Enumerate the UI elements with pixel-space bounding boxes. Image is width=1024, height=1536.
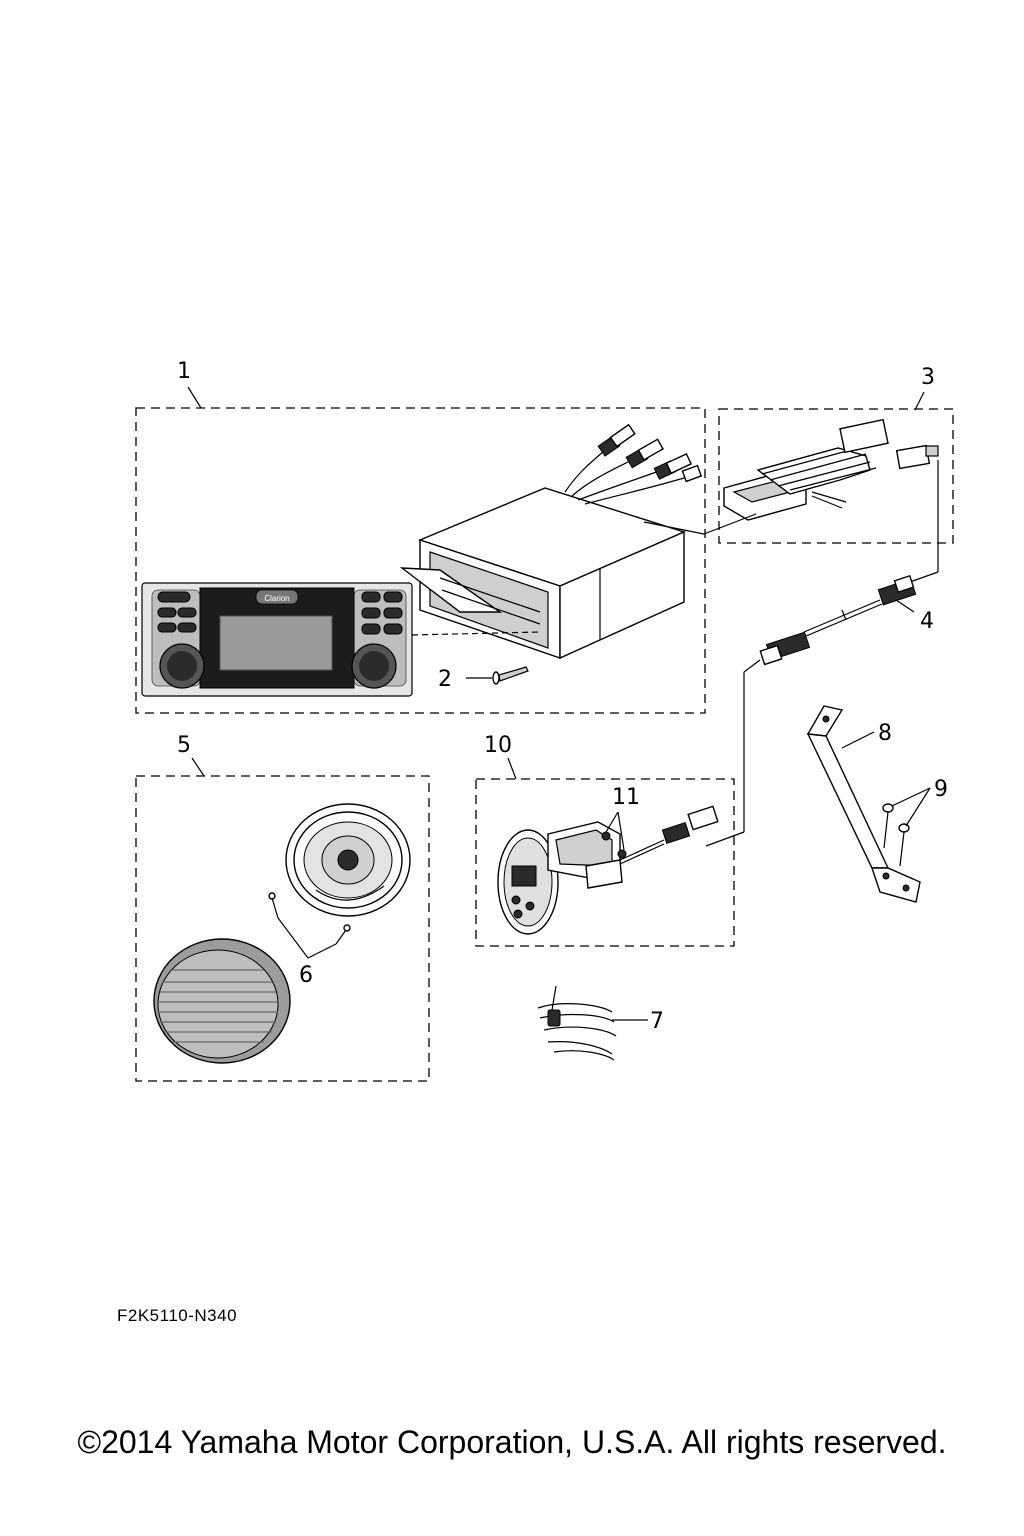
rca-cable-harness [564,423,703,505]
stereo-brand-label: Clarion [264,594,289,603]
stereo-faceplate: Clarion [141,582,413,697]
speaker-driver [285,803,411,917]
group-1-stereo: 1 [135,359,706,714]
diagram-code: F2K5110-N340 [117,1306,238,1325]
callout-1: 1 [177,359,191,384]
remote-control-unit [497,805,719,935]
stereo-chassis [399,487,686,660]
group-10-remote: 10 11 [475,733,735,947]
callout-6: 6 [299,963,313,988]
part-4-extension-cable: 4 [705,460,939,847]
part-7-cable-bundle: 7 [537,985,664,1061]
group-5-speaker: 5 [135,733,430,1082]
callout-8: 8 [878,721,892,746]
copyright-notice: ©2014 Yamaha Motor Corporation, U.S.A. A… [77,1424,947,1460]
group-3-harness: 3 [643,365,954,544]
group-5-border [135,775,430,1082]
callout-3: 3 [921,365,935,390]
group-10-border [475,778,735,947]
part-2-screw: 2 [438,666,529,692]
callout-5: 5 [177,733,191,758]
group-1-border [135,407,706,714]
callout-10: 10 [484,733,512,758]
part-11-nuts: 11 [601,785,640,859]
callout-9: 9 [934,777,948,802]
callout-7: 7 [650,1009,664,1034]
part-9-screws: 9 [882,777,948,867]
callout-4: 4 [920,609,934,634]
group-3-border [718,408,954,544]
part-6-screws: 6 [268,892,351,988]
speaker-grille [153,938,291,1064]
callout-2: 2 [438,667,452,692]
callout-11: 11 [612,785,640,810]
part-8-bracket: 8 [806,705,921,903]
harness-plug [723,418,939,521]
